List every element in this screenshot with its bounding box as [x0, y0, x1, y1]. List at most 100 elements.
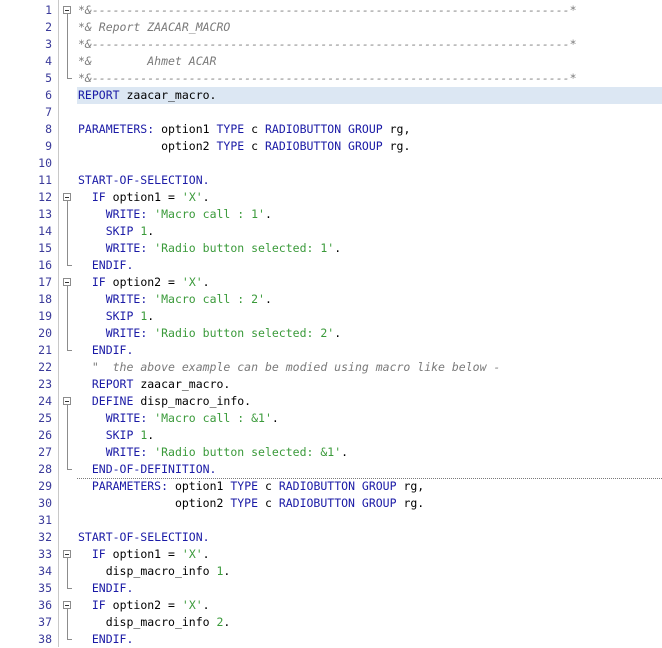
- code-text[interactable]: *& Report ZAACAR_MACRO: [77, 19, 662, 36]
- code-line-1[interactable]: 1*&-------------------------------------…: [0, 2, 662, 19]
- code-text[interactable]: REPORT zaacar_macro.: [77, 87, 662, 104]
- indent: [78, 479, 92, 493]
- code-line-31[interactable]: 31: [0, 512, 662, 529]
- code-text[interactable]: WRITE: 'Macro call : 2'.: [77, 291, 662, 308]
- code-line-9[interactable]: 9 option2 TYPE c RADIOBUTTON GROUP rg.: [0, 138, 662, 155]
- code-text[interactable]: IF option1 = 'X'.: [77, 546, 662, 563]
- code-line-22[interactable]: 22 " the above example can be modied usi…: [0, 359, 662, 376]
- code-line-24[interactable]: 24 DEFINE disp_macro_info.: [0, 393, 662, 410]
- code-text[interactable]: *&--------------------------------------…: [77, 70, 662, 87]
- token-num: 2: [216, 615, 224, 629]
- code-line-17[interactable]: 17 IF option2 = 'X'.: [0, 274, 662, 291]
- code-line-29[interactable]: 29 PARAMETERS: option1 TYPE c RADIOBUTTO…: [0, 478, 662, 495]
- code-text[interactable]: [77, 104, 662, 121]
- code-line-27[interactable]: 27 WRITE: 'Radio button selected: &1'.: [0, 444, 662, 461]
- code-line-14[interactable]: 14 SKIP 1.: [0, 223, 662, 240]
- token-cmt: *& Report ZAACAR_MACRO: [78, 20, 231, 34]
- code-text[interactable]: START-OF-SELECTION.: [77, 529, 662, 546]
- code-line-10[interactable]: 10: [0, 155, 662, 172]
- code-line-16[interactable]: 16 ENDIF.: [0, 257, 662, 274]
- code-text[interactable]: IF option1 = 'X'.: [77, 189, 662, 206]
- code-text[interactable]: ENDIF.: [77, 631, 662, 648]
- indent: [78, 598, 92, 612]
- code-text[interactable]: option2 TYPE c RADIOBUTTON GROUP rg.: [77, 138, 662, 155]
- code-line-12[interactable]: 12 IF option1 = 'X'.: [0, 189, 662, 206]
- code-line-21[interactable]: 21 ENDIF.: [0, 342, 662, 359]
- line-number: 28: [38, 462, 52, 476]
- code-text[interactable]: WRITE: 'Macro call : &1'.: [77, 410, 662, 427]
- fold-collapse-icon[interactable]: [62, 274, 74, 291]
- fold-collapse-icon[interactable]: [62, 2, 74, 19]
- code-text[interactable]: ENDIF.: [77, 257, 662, 274]
- code-line-19[interactable]: 19 SKIP 1.: [0, 308, 662, 325]
- code-text[interactable]: DEFINE disp_macro_info.: [77, 393, 662, 410]
- code-text[interactable]: WRITE: 'Radio button selected: 2'.: [77, 325, 662, 342]
- code-text[interactable]: START-OF-SELECTION.: [77, 172, 662, 189]
- code-line-37[interactable]: 37 disp_macro_info 2.: [0, 614, 662, 631]
- code-line-20[interactable]: 20 WRITE: 'Radio button selected: 2'.: [0, 325, 662, 342]
- line-number: 13: [38, 207, 52, 221]
- code-text[interactable]: option2 TYPE c RADIOBUTTON GROUP rg.: [77, 495, 662, 512]
- token-kw: WRITE:: [105, 326, 148, 340]
- code-line-23[interactable]: 23 REPORT zaacar_macro.: [0, 376, 662, 393]
- fold-collapse-icon[interactable]: [62, 393, 74, 410]
- token-kw: TYPE: [230, 496, 259, 510]
- indent: [78, 292, 106, 306]
- code-line-4[interactable]: 4*& Ahmet ACAR: [0, 53, 662, 70]
- code-text[interactable]: PARAMETERS: option1 TYPE c RADIOBUTTON G…: [77, 121, 662, 138]
- token-kw: IF: [91, 547, 106, 561]
- code-text[interactable]: SKIP 1.: [77, 308, 662, 325]
- code-text[interactable]: [77, 155, 662, 172]
- code-text[interactable]: IF option2 = 'X'.: [77, 274, 662, 291]
- code-text[interactable]: SKIP 1.: [77, 223, 662, 240]
- code-text[interactable]: " the above example can be modied using …: [77, 359, 662, 376]
- code-text[interactable]: [77, 512, 662, 529]
- code-text[interactable]: disp_macro_info 1.: [77, 563, 662, 580]
- code-line-5[interactable]: 5*&-------------------------------------…: [0, 70, 662, 87]
- code-text[interactable]: SKIP 1.: [77, 427, 662, 444]
- code-line-7[interactable]: 7: [0, 104, 662, 121]
- token-cmt: *&--------------------------------------…: [78, 37, 577, 51]
- fold-collapse-icon[interactable]: [62, 546, 74, 563]
- code-text[interactable]: IF option2 = 'X'.: [77, 597, 662, 614]
- line-number: 7: [45, 105, 52, 119]
- code-line-13[interactable]: 13 WRITE: 'Macro call : 1'.: [0, 206, 662, 223]
- code-text[interactable]: WRITE: 'Macro call : 1'.: [77, 206, 662, 223]
- code-text[interactable]: *&--------------------------------------…: [77, 36, 662, 53]
- token-str: 'Radio button selected: 1': [154, 241, 335, 255]
- code-line-26[interactable]: 26 SKIP 1.: [0, 427, 662, 444]
- code-line-2[interactable]: 2*& Report ZAACAR_MACRO: [0, 19, 662, 36]
- code-text[interactable]: WRITE: 'Radio button selected: 1'.: [77, 240, 662, 257]
- fold-collapse-icon[interactable]: [62, 189, 74, 206]
- code-text[interactable]: PARAMETERS: option1 TYPE c RADIOBUTTON G…: [77, 478, 662, 495]
- fold-collapse-icon[interactable]: [62, 597, 74, 614]
- code-text[interactable]: *&--------------------------------------…: [77, 2, 662, 19]
- code-text[interactable]: ENDIF.: [77, 580, 662, 597]
- code-text[interactable]: *& Ahmet ACAR: [77, 53, 662, 70]
- code-line-30[interactable]: 30 option2 TYPE c RADIOBUTTON GROUP rg.: [0, 495, 662, 512]
- code-line-35[interactable]: 35 ENDIF.: [0, 580, 662, 597]
- code-line-34[interactable]: 34 disp_macro_info 1.: [0, 563, 662, 580]
- line-number: 3: [45, 37, 52, 51]
- code-text[interactable]: REPORT zaacar_macro.: [77, 376, 662, 393]
- code-line-25[interactable]: 25 WRITE: 'Macro call : &1'.: [0, 410, 662, 427]
- code-line-38[interactable]: 38 ENDIF.: [0, 631, 662, 648]
- code-text[interactable]: ENDIF.: [77, 342, 662, 359]
- code-text[interactable]: WRITE: 'Radio button selected: &1'.: [77, 444, 662, 461]
- token-id: .: [271, 411, 279, 425]
- code-line-33[interactable]: 33 IF option1 = 'X'.: [0, 546, 662, 563]
- code-text[interactable]: disp_macro_info 2.: [77, 614, 662, 631]
- code-line-28[interactable]: 28 END-OF-DEFINITION.: [0, 461, 662, 478]
- code-line-36[interactable]: 36 IF option2 = 'X'.: [0, 597, 662, 614]
- code-line-18[interactable]: 18 WRITE: 'Macro call : 2'.: [0, 291, 662, 308]
- code-line-15[interactable]: 15 WRITE: 'Radio button selected: 1'.: [0, 240, 662, 257]
- code-line-3[interactable]: 3 *&-------------------------------------…: [0, 36, 662, 53]
- code-text[interactable]: END-OF-DEFINITION.: [77, 461, 662, 478]
- token-kw: WRITE:: [105, 292, 148, 306]
- token-id: disp_macro_info: [105, 615, 217, 629]
